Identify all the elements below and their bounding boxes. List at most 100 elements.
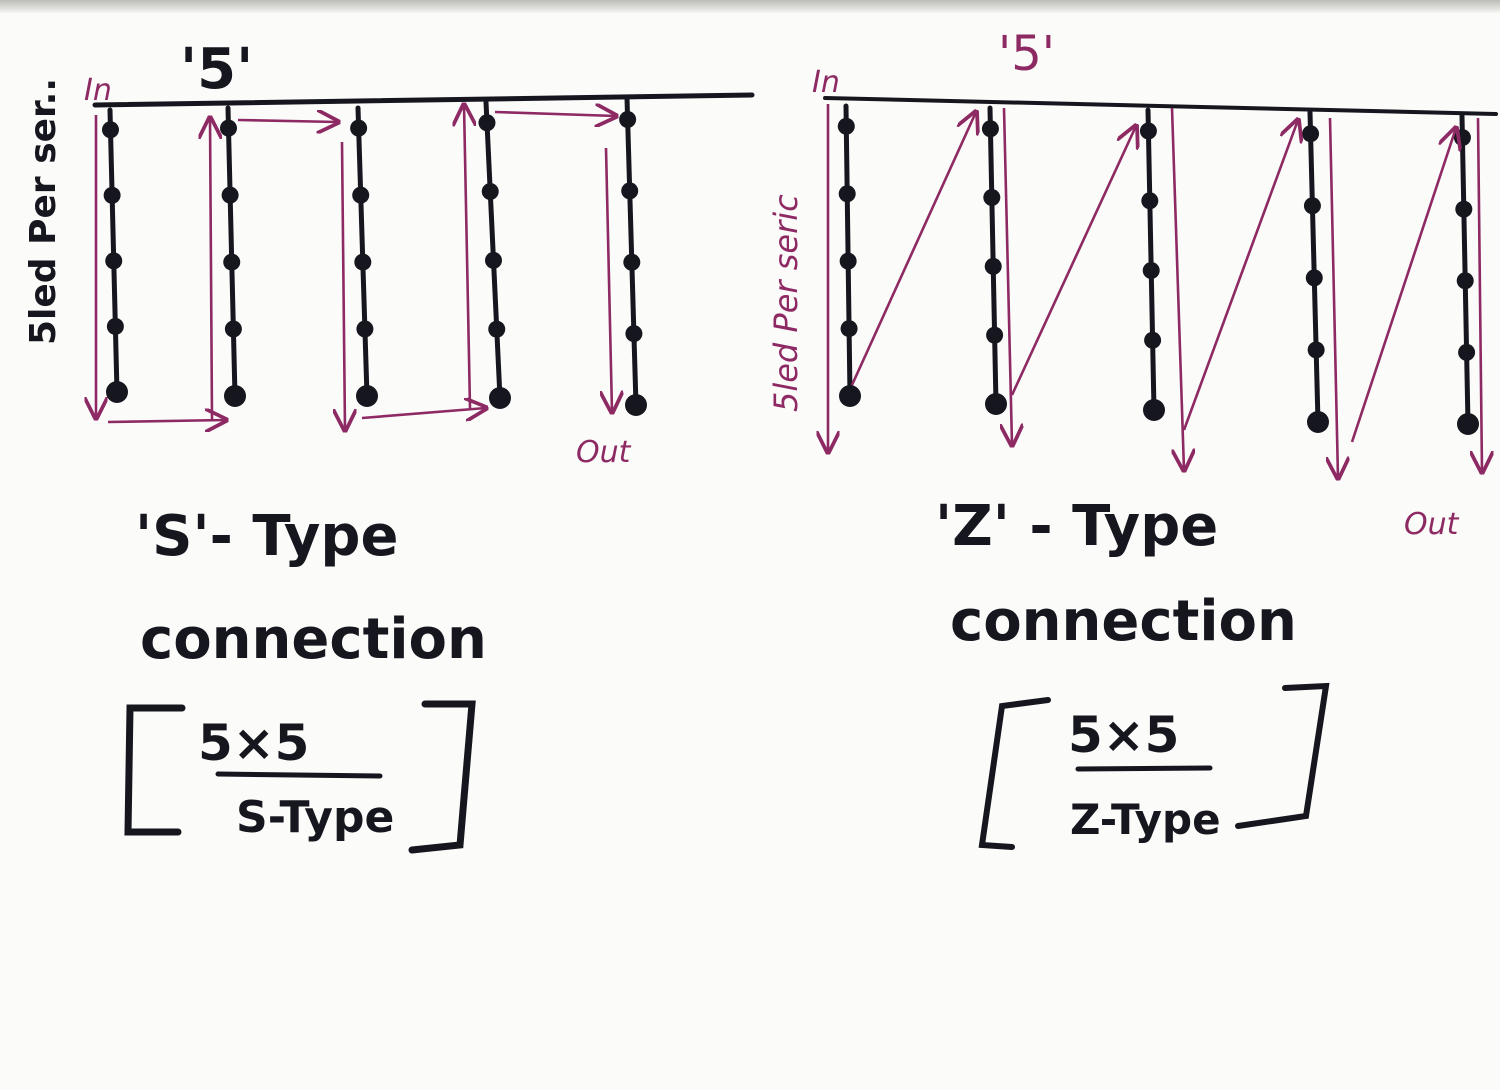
z-led-4-4: [1307, 341, 1325, 359]
s-top-rail: [92, 92, 755, 108]
z-string-2: [987, 105, 999, 407]
s-string-4: [483, 99, 503, 401]
z-flow-diag-1: [850, 112, 976, 386]
s-right-bracket: [408, 700, 476, 854]
z-led-5-5: [1457, 413, 1479, 435]
s-led-4-3: [484, 251, 502, 269]
s-connection-word: connection: [140, 607, 487, 672]
z-count-label: '5': [998, 26, 1055, 82]
z-led-1-3: [839, 252, 857, 270]
s-fraction-bar: [215, 771, 383, 779]
z-type-title: 'Z' - Type: [935, 494, 1218, 559]
s-led-3-5: [356, 385, 378, 407]
s-side-label: 5led Per ser..: [23, 78, 64, 345]
z-flow-down-2: [1004, 107, 1012, 445]
z-led-2-1: [981, 120, 999, 138]
z-led-1-2: [838, 185, 856, 203]
s-out-label: Out: [576, 435, 632, 470]
z-out-label: Out: [1404, 507, 1460, 542]
s-led-5-4: [625, 325, 643, 343]
s-led-2-4: [224, 320, 242, 338]
z-led-3-4: [1144, 331, 1162, 349]
s-flow-up-2: [210, 118, 212, 421]
s-string-3: [355, 105, 370, 399]
z-in-label: In: [812, 65, 840, 100]
z-led-2-5: [985, 393, 1007, 415]
s-count-label: '5': [180, 37, 253, 102]
s-flow-down-3: [342, 141, 345, 430]
s-type-title: 'S'- Type: [135, 504, 398, 569]
z-led-3-5: [1143, 399, 1165, 421]
z-top-rail: [823, 96, 1498, 116]
z-fraction-denominator: Z-Type: [1070, 795, 1221, 844]
s-led-3-1: [350, 119, 368, 137]
z-fraction-bar: [1075, 765, 1213, 772]
s-fraction-numerator: 5×5: [198, 714, 309, 772]
s-string-2: [225, 105, 238, 399]
z-led-5-2: [1455, 200, 1473, 218]
z-type-diagram: 5led Per seric '5' In Out 'Z' - Type con…: [767, 26, 1498, 850]
s-led-2-3: [223, 253, 241, 271]
z-string-3: [1145, 107, 1157, 413]
s-led-1-2: [103, 186, 121, 204]
s-flow-right-top-4: [494, 112, 616, 116]
z-led-4-1: [1302, 125, 1320, 143]
z-led-5-1: [1453, 129, 1471, 147]
s-led-1-5: [106, 381, 128, 403]
s-led-3-3: [354, 253, 372, 271]
s-led-5-2: [621, 182, 639, 200]
s-string-1: [107, 107, 120, 395]
z-led-2-3: [984, 257, 1002, 275]
z-led-1-5: [839, 385, 861, 407]
z-string-4: [1307, 109, 1321, 425]
z-string-5: [1459, 113, 1471, 427]
z-led-3-2: [1141, 192, 1159, 210]
s-left-bracket: [124, 704, 186, 836]
z-left-bracket: [978, 697, 1051, 850]
s-led-2-1: [219, 119, 237, 137]
s-led-5-5: [625, 394, 647, 416]
s-led-4-2: [481, 183, 499, 201]
s-led-2-5: [224, 385, 246, 407]
s-type-diagram: 5led Per ser.. '5' In Out: [23, 37, 755, 854]
z-led-4-5: [1307, 411, 1329, 433]
z-led-5-4: [1458, 343, 1476, 361]
s-led-5-1: [619, 110, 637, 128]
z-led-5-3: [1456, 272, 1474, 290]
s-in-label: In: [84, 73, 112, 108]
paper-edge: [0, 0, 1500, 14]
z-led-4-3: [1305, 269, 1323, 287]
s-led-4-5: [489, 387, 511, 409]
s-led-1-1: [101, 121, 119, 139]
z-led-3-1: [1139, 122, 1157, 140]
s-led-5-3: [623, 253, 641, 271]
s-led-1-3: [105, 252, 123, 270]
s-flow-down-5: [606, 147, 612, 412]
z-led-4-2: [1303, 197, 1321, 215]
s-led-3-4: [356, 320, 374, 338]
z-flow-diag-3: [1182, 120, 1298, 431]
z-led-strings: [837, 103, 1479, 435]
z-flow-down-5: [1478, 117, 1482, 472]
z-right-bracket: [1235, 682, 1330, 829]
s-flow-right-top-2: [237, 120, 338, 122]
z-side-label: 5led Per seric: [767, 194, 805, 412]
z-flow-diag-2: [1010, 126, 1136, 396]
z-flow-down-4: [1330, 117, 1338, 478]
z-fraction-numerator: 5×5: [1068, 706, 1179, 764]
s-fraction-bracket: 5×5 S-Type: [124, 700, 476, 854]
s-led-1-4: [106, 317, 124, 335]
z-led-3-3: [1142, 262, 1160, 279]
z-flow-down-3: [1170, 107, 1184, 470]
z-string-1: [843, 103, 853, 399]
s-flow-right-bottom-1: [107, 420, 226, 422]
s-flow-up-4: [464, 105, 470, 409]
s-current-flow: [96, 105, 616, 430]
z-current-flow: [828, 104, 1482, 478]
s-led-strings: [101, 95, 647, 416]
s-led-4-4: [488, 320, 506, 338]
z-led-1-1: [837, 117, 855, 135]
s-flow-right-bottom-3: [361, 408, 486, 418]
s-string-5: [624, 95, 639, 408]
